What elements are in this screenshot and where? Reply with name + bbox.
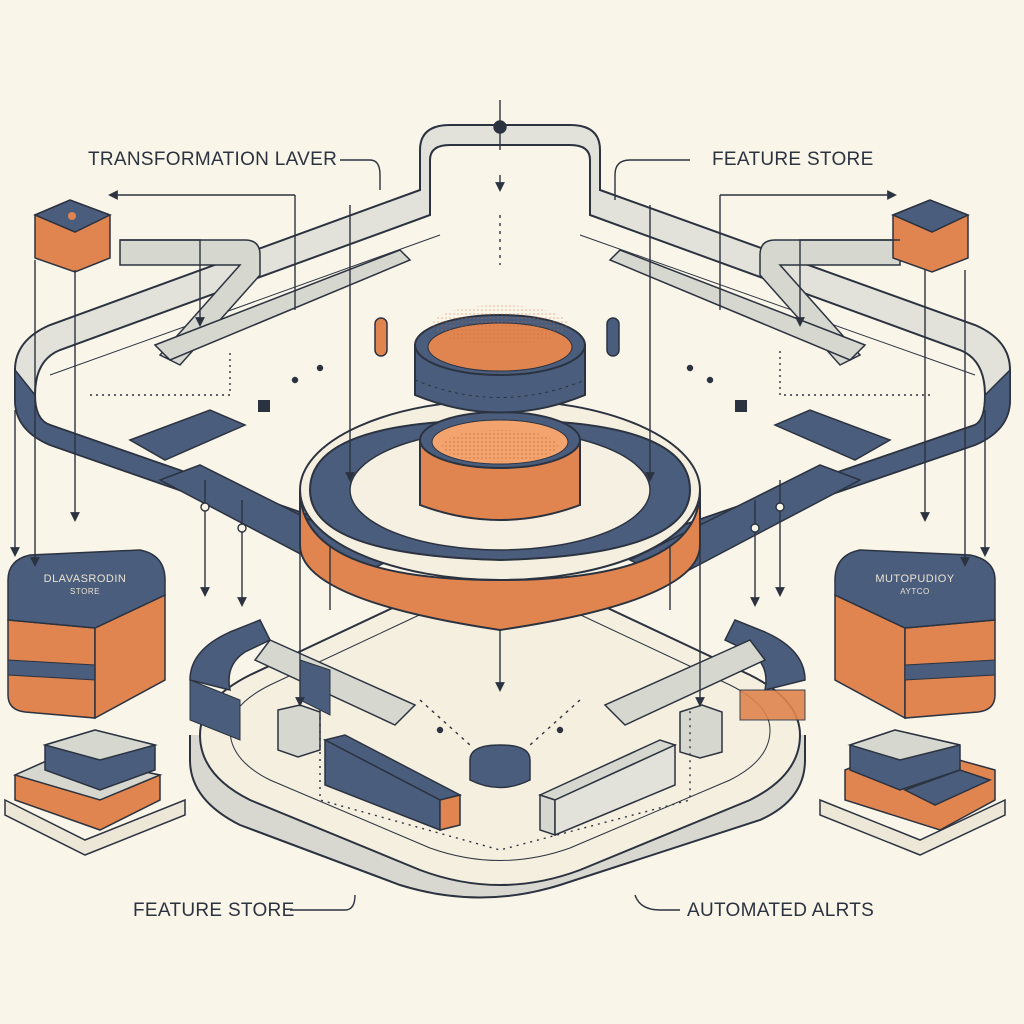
left-cube-top bbox=[33, 199, 112, 273]
label-feature-store-bottom: FEATURE STORE bbox=[133, 900, 295, 921]
central-tower bbox=[299, 305, 701, 632]
left-stacked-blocks bbox=[4, 729, 186, 856]
left-card-subtitle: STORE bbox=[70, 587, 100, 596]
small-squares bbox=[258, 400, 747, 412]
connector-lines bbox=[10, 100, 990, 911]
floor-blocks bbox=[189, 659, 806, 837]
left-card-title: DLAVASRODIN bbox=[44, 573, 127, 585]
capsule-markers bbox=[374, 317, 620, 357]
label-transformation-layer: TRANSFORMATION LAVER bbox=[88, 149, 338, 170]
right-card-subtitle: AYTCO bbox=[900, 587, 929, 596]
right-card-title: MUTOPUDIOY bbox=[875, 573, 955, 585]
right-cube-top bbox=[891, 199, 970, 273]
label-automated-alerts: AUTOMATED ALRTS bbox=[687, 900, 875, 921]
right-data-card: MUTOPUDIOY AYTCO bbox=[834, 549, 996, 720]
label-feature-store-top: FEATURE STORE bbox=[712, 149, 874, 170]
left-data-card: DLAVASRODIN STORE bbox=[7, 549, 166, 720]
right-stacked-blocks bbox=[819, 729, 1006, 856]
inner-rails bbox=[119, 239, 901, 461]
